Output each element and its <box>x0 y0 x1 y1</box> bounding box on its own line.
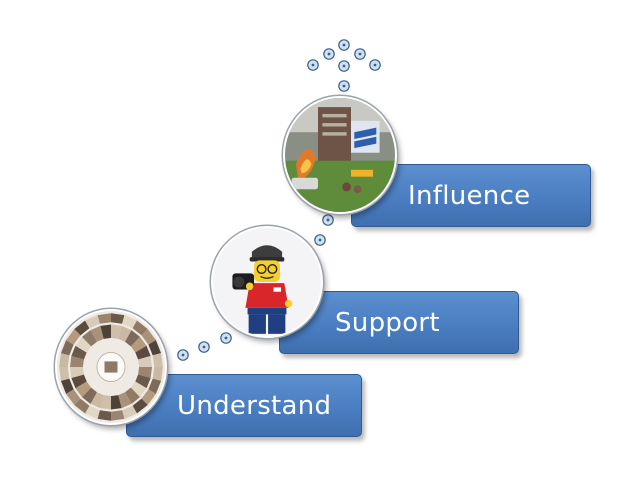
collage-tile <box>74 320 90 336</box>
arrow-dot <box>369 59 381 71</box>
collage-tile <box>69 367 84 379</box>
connector-dot-center <box>202 345 206 349</box>
collage-tile <box>69 355 84 367</box>
connector-dot <box>177 349 189 361</box>
collage-tile <box>141 389 156 406</box>
collage-tile <box>75 336 92 353</box>
collage-tile <box>122 315 137 329</box>
collage-tile <box>148 378 162 394</box>
collage-tile <box>111 410 125 421</box>
connector-dot <box>322 214 334 226</box>
collage-tile <box>118 392 132 409</box>
arrow-dot-center <box>342 64 346 68</box>
collage-tile <box>100 395 111 410</box>
collage-tile <box>97 313 111 324</box>
step-bar-understand: Understand <box>126 374 362 437</box>
step-label-understand: Understand <box>177 390 332 421</box>
collage-tile <box>59 353 70 367</box>
collage-tile <box>135 374 151 389</box>
collage-tile <box>152 367 163 381</box>
connector-dot <box>314 234 326 246</box>
collage-tile <box>100 324 111 339</box>
step-label-influence: Influence <box>408 180 531 211</box>
collage-tile <box>74 398 90 414</box>
arrow-dot <box>323 48 335 60</box>
collage-tile <box>148 340 162 356</box>
collage-tile <box>130 336 147 353</box>
collage-tile <box>111 395 122 410</box>
collage-tile <box>81 330 97 347</box>
connector-dot-center <box>181 353 185 357</box>
arrow-dot <box>338 60 350 72</box>
collage-tile <box>138 355 153 367</box>
arrow-dot-center <box>373 63 377 67</box>
collage-tile <box>75 381 92 398</box>
collage-tile <box>66 328 81 345</box>
arrow-dot-center <box>358 52 362 56</box>
collage-tile <box>90 325 104 342</box>
connector-dot <box>220 332 232 344</box>
collage-tile <box>125 387 141 404</box>
collage-tile <box>71 345 87 360</box>
step-label-support: Support <box>335 307 440 338</box>
lego-photographer-image <box>211 226 323 338</box>
collage-tile <box>81 387 97 404</box>
collage-tile <box>125 330 141 347</box>
connector-dot <box>198 341 210 353</box>
dotted-up-arrow-icon <box>307 39 381 92</box>
collage-tile <box>132 398 148 414</box>
collage-tile <box>132 320 148 336</box>
collage-tile <box>130 381 147 398</box>
collage-tile <box>90 392 104 409</box>
collage-tile <box>60 340 74 356</box>
arrow-dot <box>338 39 350 51</box>
collage-tile <box>141 328 156 345</box>
collage-tile <box>111 324 122 339</box>
collage-tile <box>60 378 74 394</box>
collage-tile <box>152 353 163 367</box>
collage-tile <box>66 389 81 406</box>
arrow-dot-center <box>342 84 346 88</box>
collage-tile <box>111 313 125 324</box>
collage-tile <box>85 315 100 329</box>
collage-tile <box>59 367 70 381</box>
collage-tile <box>122 405 137 419</box>
arrow-dot-center <box>327 52 331 56</box>
collage-tile <box>85 405 100 419</box>
connector-dot-center <box>318 238 322 242</box>
step-bar-influence: Influence <box>351 164 591 227</box>
collage-tile <box>138 367 153 379</box>
collage-tile <box>71 374 87 389</box>
arrow-dot-center <box>311 63 315 67</box>
connector-dot-center <box>326 218 330 222</box>
arrow-dot <box>354 48 366 60</box>
dotted-path-understand-support <box>177 332 232 361</box>
collage-tile <box>97 410 111 421</box>
arrow-dot <box>307 59 319 71</box>
street-protest-image <box>283 96 397 214</box>
collage-tile <box>118 325 132 342</box>
connector-dot-center <box>224 336 228 340</box>
arrow-dot <box>338 80 350 92</box>
collage-tile <box>135 345 151 360</box>
arrow-dot-center <box>342 43 346 47</box>
collage-wheel-image <box>55 309 167 425</box>
